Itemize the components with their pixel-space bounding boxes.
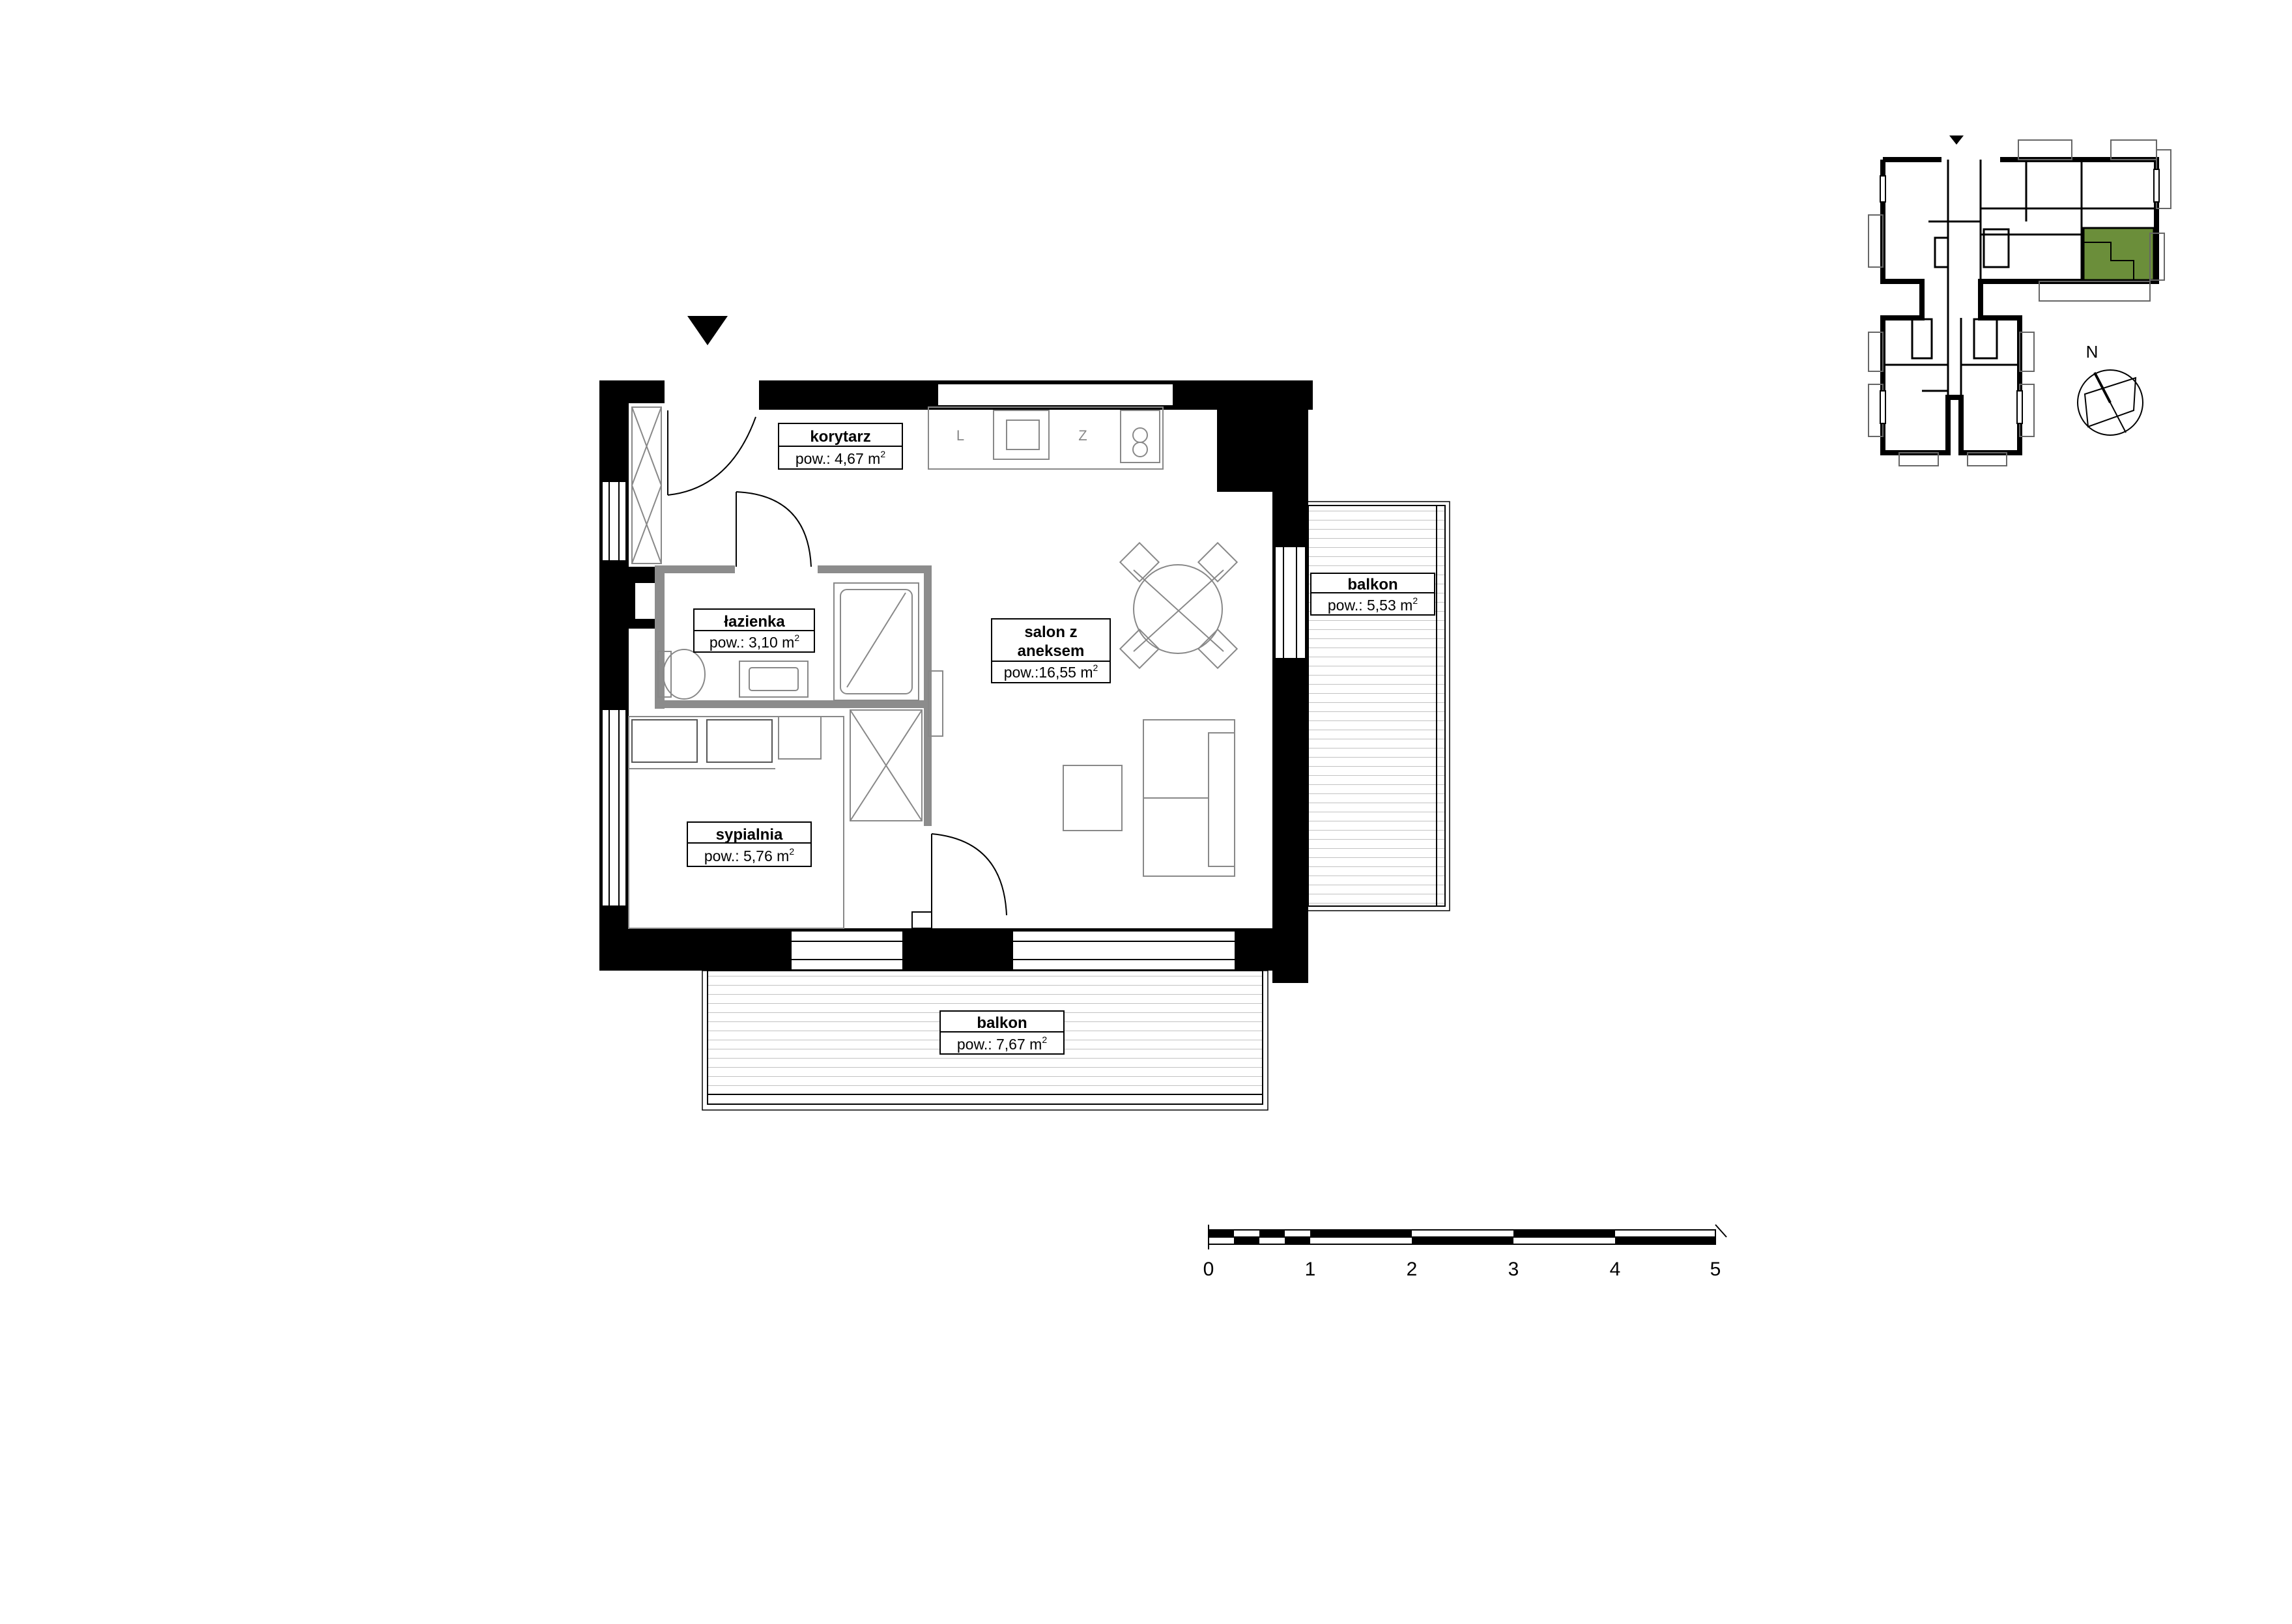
bedroom-bed <box>628 716 844 929</box>
room-area: pow.:16,55 m <box>1004 664 1093 681</box>
compass-label: N <box>2086 342 2099 362</box>
room-name-line1: salon z <box>1024 623 1077 641</box>
room-label-salon: salon z aneksem pow.:16,55 m2 <box>991 618 1111 683</box>
kitchen-counter: L Z <box>928 406 1164 470</box>
fridge-letter: Z <box>1078 427 1087 444</box>
dining-set <box>1119 541 1239 670</box>
key-plan <box>1868 135 2171 466</box>
scale-tick: 0 <box>1203 1259 1214 1280</box>
room-label-balkon-east: balkon pow.: 5,53 m2 <box>1310 573 1435 616</box>
unit-superscript: 2 <box>789 846 794 857</box>
scale-tick: 5 <box>1710 1259 1721 1280</box>
svg-text:pow.: 5,53 m2: pow.: 5,53 m2 <box>1328 595 1418 614</box>
unit-superscript: 2 <box>1412 595 1418 606</box>
room-name: balkon <box>1347 576 1397 593</box>
windows <box>609 482 1297 960</box>
unit-superscript: 2 <box>1093 662 1098 673</box>
svg-text:pow.: 7,67 m2: pow.: 7,67 m2 <box>957 1034 1047 1053</box>
sofa-and-table <box>1063 719 1235 877</box>
room-area: pow.: 5,53 m <box>1328 597 1412 614</box>
scale-tick: 1 <box>1305 1259 1316 1280</box>
room-area: pow.: 3,10 m <box>709 634 794 651</box>
bathroom-fixtures <box>657 582 919 701</box>
room-area: pow.: 4,67 m <box>795 450 880 467</box>
svg-text:pow.: 4,67 m2: pow.: 4,67 m2 <box>795 449 885 467</box>
room-label-korytarz: korytarz pow.: 4,67 m2 <box>778 423 903 470</box>
unit-superscript: 2 <box>880 449 885 459</box>
room-name: korytarz <box>810 428 870 446</box>
room-name-line2: aneksem <box>1018 642 1085 660</box>
entrance-arrow-icon <box>687 316 728 345</box>
room-area: pow.: 5,76 m <box>704 848 789 864</box>
room-label-sypialnia: sypialnia pow.: 5,76 m2 <box>687 821 812 867</box>
unit-superscript: 2 <box>794 633 799 643</box>
exterior-walls <box>599 380 1313 983</box>
partition-walls <box>655 565 932 826</box>
sink-letter: L <box>956 427 964 444</box>
balcony-east <box>1304 501 1450 911</box>
scale-tick: 3 <box>1508 1259 1519 1280</box>
apartment-plan: L Z <box>599 316 1450 1111</box>
key-plan-highlighted-apartment <box>2082 227 2155 281</box>
scale-tick: 2 <box>1407 1259 1418 1280</box>
svg-text:pow.: 3,10 m2: pow.: 3,10 m2 <box>709 633 799 651</box>
room-name: łazienka <box>724 613 785 631</box>
room-name: sypialnia <box>716 826 783 844</box>
room-label-lazienka: łazienka pow.: 3,10 m2 <box>693 608 815 653</box>
wardrobes <box>631 406 923 821</box>
svg-text:pow.: 5,76 m2: pow.: 5,76 m2 <box>704 846 794 864</box>
svg-text:pow.:16,55 m2: pow.:16,55 m2 <box>1004 662 1098 681</box>
key-plan-entrance-arrow-icon <box>1949 135 1964 145</box>
scale-tick: 4 <box>1610 1259 1621 1280</box>
room-name: balkon <box>977 1014 1027 1032</box>
unit-superscript: 2 <box>1042 1034 1047 1045</box>
compass-icon: N <box>2077 342 2143 436</box>
doors <box>667 410 1007 929</box>
room-area: pow.: 7,67 m <box>957 1036 1042 1053</box>
scale-bar: 0 1 2 3 4 5 <box>1203 1224 1727 1280</box>
room-label-balkon-south: balkon pow.: 7,67 m2 <box>939 1010 1065 1055</box>
